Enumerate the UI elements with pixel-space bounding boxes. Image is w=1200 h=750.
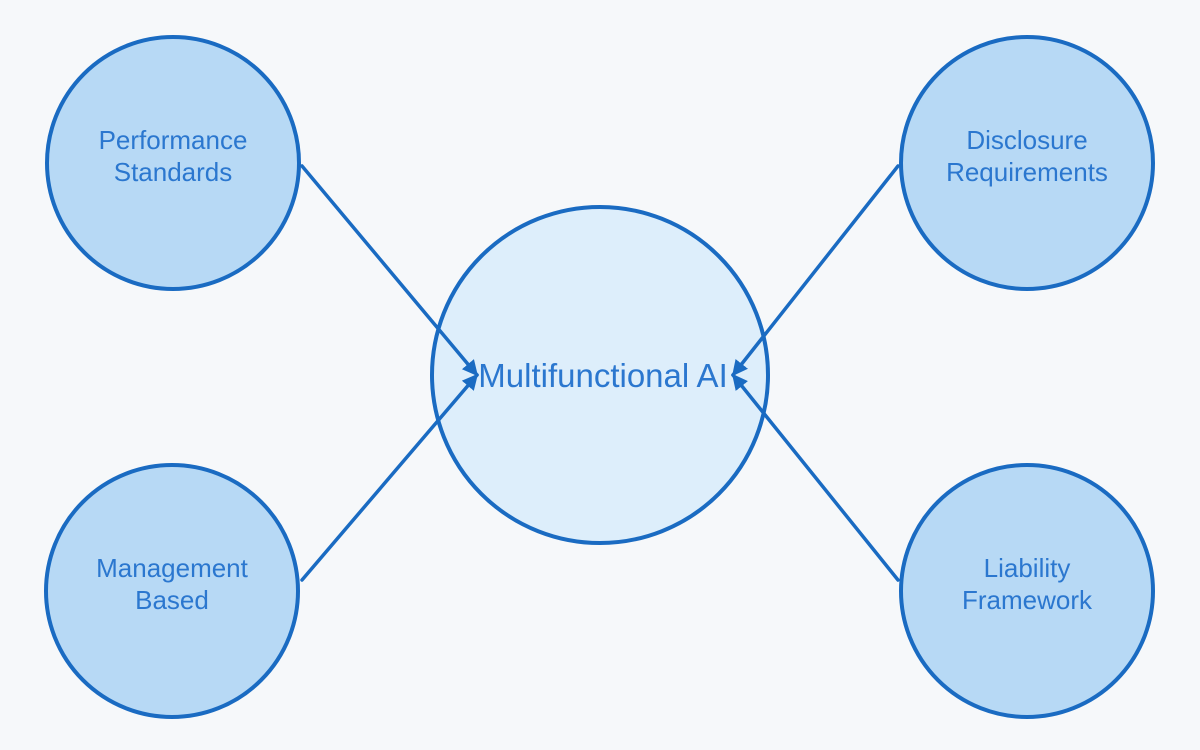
- connector-liability-framework-to-center: [731, 373, 900, 582]
- node-label-requirements: Requirements: [946, 157, 1108, 187]
- connector-performance-standards-to-center: [300, 164, 479, 377]
- node-label-based: Based: [135, 585, 209, 615]
- node-label-performance: Performance: [99, 125, 248, 155]
- node-label-liability: Liability: [984, 553, 1071, 583]
- node-label-multifunctional-ai: Multifunctional AI: [478, 357, 727, 394]
- node-circle-performance-standards: [45, 35, 301, 291]
- node-label-standards: Standards: [114, 157, 233, 187]
- connector-disclosure-requirements-to-center: [731, 164, 900, 377]
- node-label-management: Management: [96, 553, 249, 583]
- node-circle-liability-framework: [899, 463, 1155, 719]
- node-circle-disclosure-requirements: [899, 35, 1155, 291]
- node-label-disclosure: Disclosure: [966, 125, 1087, 155]
- node-circle-management-based: [44, 463, 300, 719]
- node-label-framework: Framework: [962, 585, 1093, 615]
- node-circle-multifunctional-ai: [430, 205, 770, 545]
- connector-management-based-to-center: [300, 373, 479, 582]
